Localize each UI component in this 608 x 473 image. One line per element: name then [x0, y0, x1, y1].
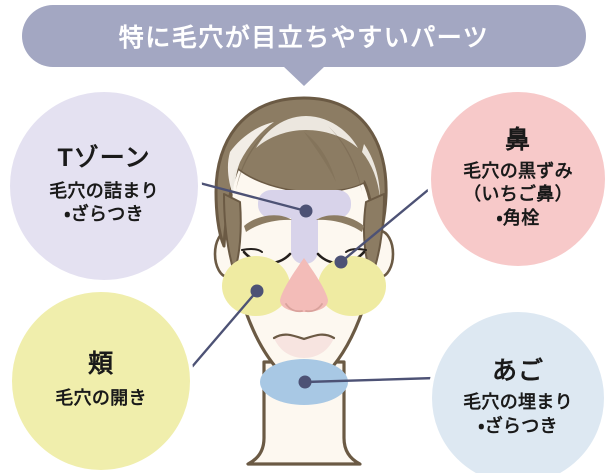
- face-illustration: [213, 96, 395, 466]
- chin-marker: [260, 359, 348, 405]
- nostril-left: [285, 303, 303, 313]
- nose-body: 毛穴の黒ずみ （いちご鼻） ・角栓: [463, 160, 573, 231]
- header-title: 特に毛穴が目立ちやすいパーツ: [118, 24, 490, 52]
- tzone-title: Tゾーン: [57, 144, 151, 172]
- eyelash-left: [241, 247, 263, 253]
- chin-body-line1: 毛穴の埋まり: [463, 392, 573, 412]
- label-circle-chin[interactable]: あご 毛穴の埋まり ・ざらつき: [428, 308, 608, 473]
- nose-marker: [280, 258, 328, 312]
- label-circle-nose[interactable]: 鼻 毛穴の黒ずみ （いちご鼻） ・角栓: [427, 88, 608, 270]
- eyebrow-left: [244, 215, 292, 232]
- cheek-marker-right: [318, 256, 386, 316]
- nose-body-line3: ・角栓: [496, 208, 540, 229]
- cheek-marker-left: [222, 256, 290, 316]
- nostril-right: [305, 303, 323, 313]
- header-banner: 特に毛穴が目立ちやすいパーツ: [22, 5, 586, 67]
- chin-body: 毛穴の埋まり ・ざらつき: [463, 391, 573, 439]
- header-pointer-triangle: [283, 66, 325, 86]
- nose-body-line2: （いちご鼻）: [463, 184, 573, 205]
- lips: [274, 333, 334, 358]
- mouth-line: [272, 333, 336, 341]
- tzone-body-line2: ・ざらつき: [64, 204, 144, 225]
- chin-body-line2: ・ざらつき: [478, 415, 558, 436]
- chin-title: あご: [491, 356, 544, 385]
- label-circle-tzone[interactable]: Tゾーン 毛穴の詰まり ・ざらつき: [6, 88, 202, 284]
- cheek-body: 毛穴の開き: [55, 387, 147, 411]
- cheek-body-line1: 毛穴の開き: [55, 388, 147, 409]
- tzone-body-line1: 毛穴の詰まり: [49, 180, 159, 201]
- hair-highlight-right: [362, 144, 380, 198]
- hair-fringe: [238, 135, 364, 192]
- hair-highlight-top: [256, 116, 358, 148]
- nose-title: 鼻: [504, 126, 531, 155]
- cheek-title: 頬: [87, 349, 114, 378]
- label-circle-cheek[interactable]: 頬 毛穴の開き: [8, 288, 194, 473]
- nose-body-line1: 毛穴の黒ずみ: [463, 160, 573, 181]
- tzone-body: 毛穴の詰まり ・ざらつき: [49, 180, 159, 228]
